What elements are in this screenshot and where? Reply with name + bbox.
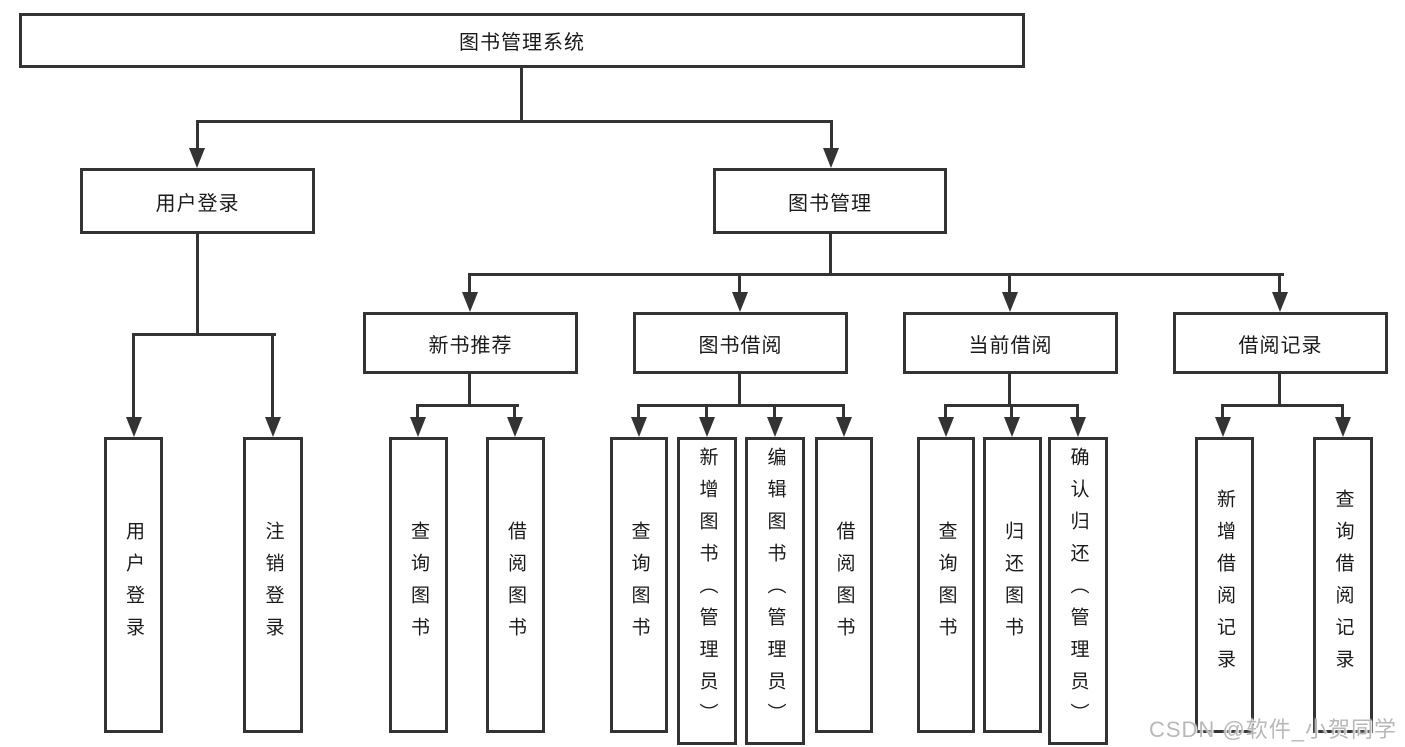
connector-line [830, 120, 833, 150]
arrow-down-icon [823, 148, 839, 168]
connector-line [842, 404, 845, 420]
arrow-down-icon [732, 292, 748, 312]
connector-line [513, 404, 516, 420]
connector-line [416, 404, 519, 407]
leaf-borrow-books-borrowing: 借阅图书 [815, 437, 873, 733]
node-borrowing-records: 借阅记录 [1173, 312, 1388, 374]
connector-line [1010, 404, 1013, 420]
node-book-borrowing: 图书借阅 [633, 312, 848, 374]
connector-line [738, 273, 741, 295]
arrow-down-icon [699, 417, 715, 437]
arrow-down-icon [265, 417, 281, 437]
connector-line [271, 333, 274, 419]
leaf-logout: 注销登录 [243, 437, 303, 733]
connector-line [468, 273, 471, 295]
arrow-down-icon [1335, 417, 1351, 437]
arrow-down-icon [1004, 417, 1020, 437]
connector-line [1278, 273, 1281, 295]
arrow-down-icon [410, 417, 426, 437]
arrow-down-icon [631, 417, 647, 437]
connector-line [196, 120, 833, 123]
leaf-query-books-borrowing: 查询图书 [610, 437, 668, 733]
leaf-borrow-books-recommend: 借阅图书 [486, 437, 545, 733]
connector-line [196, 120, 199, 150]
connector-line [1221, 404, 1224, 420]
connector-line [944, 404, 947, 420]
node-new-book-recommend: 新书推荐 [363, 312, 578, 374]
connector-line [416, 404, 419, 420]
watermark: CSDN @软件_小贺同学 [1148, 717, 1397, 742]
arrow-down-icon [189, 148, 205, 168]
connector-line [132, 333, 135, 419]
connector-line [637, 404, 640, 420]
arrow-down-icon [126, 417, 142, 437]
connector-line [1008, 273, 1011, 295]
leaf-query-books-current: 查询图书 [917, 437, 975, 733]
leaf-add-book-admin: 新增图书（管理员） [677, 437, 737, 745]
connector-line [1341, 404, 1344, 420]
node-system-root: 图书管理系统 [19, 13, 1025, 68]
leaf-confirm-return-admin: 确认归还（管理员） [1048, 437, 1108, 745]
connector-line [196, 234, 199, 335]
node-current-borrowing: 当前借阅 [903, 312, 1118, 374]
connector-line [829, 234, 832, 275]
connector-line [1221, 404, 1344, 407]
arrow-down-icon [507, 417, 523, 437]
leaf-user-login: 用户登录 [104, 437, 163, 733]
connector-line [1278, 374, 1281, 406]
arrow-down-icon [1272, 292, 1288, 312]
arrow-down-icon [1215, 417, 1231, 437]
leaf-return-book: 归还图书 [983, 437, 1042, 733]
connector-line [637, 404, 845, 407]
leaf-edit-book-admin: 编辑图书（管理员） [745, 437, 805, 745]
arrow-down-icon [462, 292, 478, 312]
arrow-down-icon [1070, 417, 1086, 437]
node-user-login-group: 用户登录 [80, 168, 315, 234]
arrow-down-icon [1002, 292, 1018, 312]
connector-line [1076, 404, 1079, 420]
arrow-down-icon [767, 417, 783, 437]
arrow-down-icon [836, 417, 852, 437]
leaf-query-borrow-record: 查询借阅记录 [1313, 437, 1373, 733]
arrow-down-icon [938, 417, 954, 437]
connector-line [468, 374, 471, 406]
node-book-management-group: 图书管理 [713, 168, 947, 234]
connector-line [705, 404, 708, 420]
connector-line [1008, 374, 1011, 406]
connector-line [132, 333, 276, 336]
connector-line [468, 273, 1284, 276]
leaf-query-books-recommend: 查询图书 [389, 437, 448, 733]
connector-line [738, 374, 741, 406]
leaf-add-borrow-record: 新增借阅记录 [1195, 437, 1254, 733]
connector-line [773, 404, 776, 420]
connector-line [520, 68, 523, 122]
